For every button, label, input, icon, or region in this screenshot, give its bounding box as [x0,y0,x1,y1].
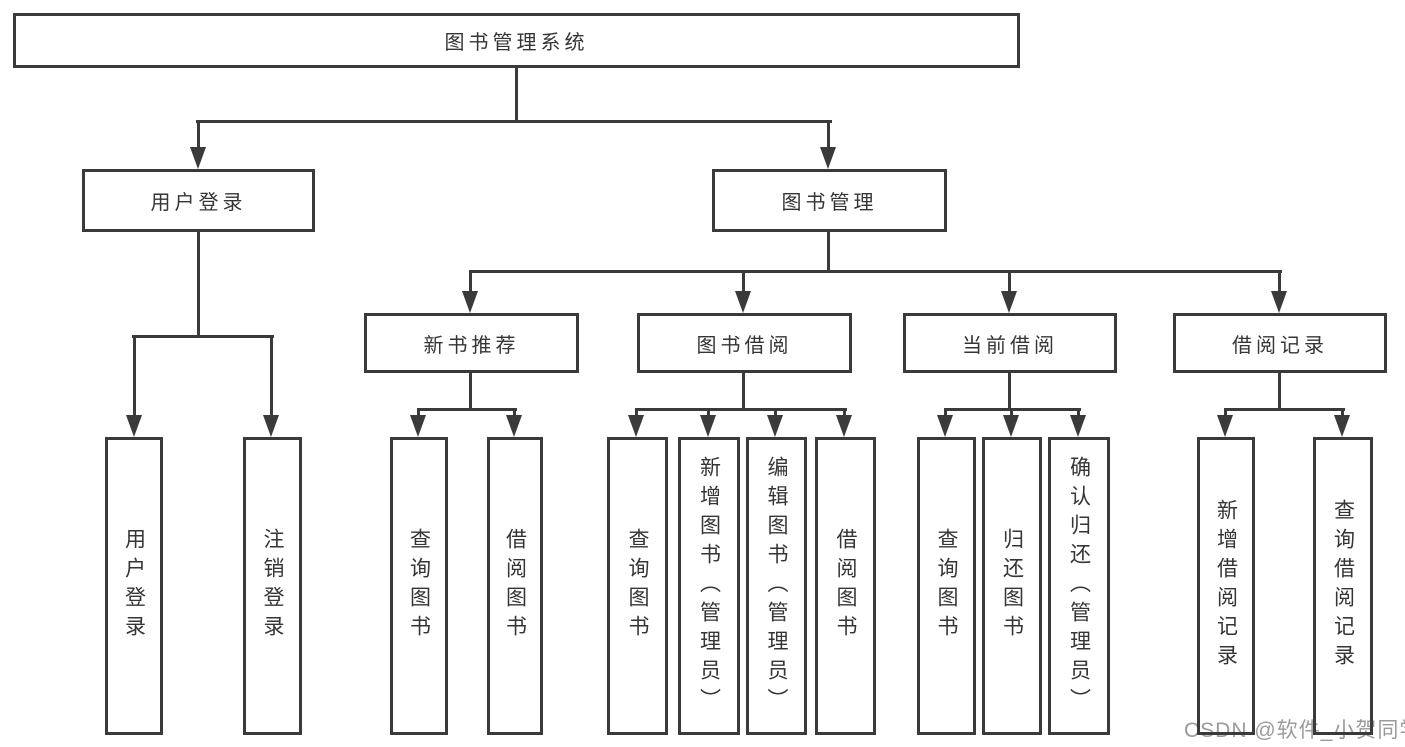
node-book-borrow: 图书借阅 [637,313,852,373]
connector-to-new-book-recommend [469,270,472,292]
arrowhead-bb-borrow [836,415,852,437]
leaf-rec-query-record: 查询借阅记录 [1313,437,1373,735]
leaf-bb-edit-books-admin: 编辑图书（管理员） [746,437,807,735]
arrowhead-nr-borrow [506,415,522,437]
node-user-login: 用户登录 [82,169,315,232]
arrowhead-nr-query [410,415,426,437]
connector-root-stem [515,68,518,120]
arrowhead-leaf-user-login [126,415,142,437]
connector-to-cb-return [1010,408,1013,417]
arrowhead-book-management [820,147,836,169]
leaf-nr-borrow-books: 借阅图书 [487,437,543,735]
arrowhead-bb-edit [767,415,783,437]
leaf-cb-confirm-return-admin: 确认归还（管理员） [1048,437,1110,735]
leaf-rec-add-record: 新增借阅记录 [1197,437,1255,735]
arrowhead-user-login [190,147,206,169]
arrowhead-cb-query [937,415,953,437]
connector-new-book-recommend-stem [469,373,472,411]
connector-to-cb-query [944,408,947,417]
connector-current-borrow-stem [1008,373,1011,411]
node-new-book-recommend: 新书推荐 [364,313,579,373]
connector-borrow-records-stem [1278,373,1281,411]
connector-book-management-stem [827,231,830,272]
leaf-cb-query-books: 查询图书 [917,437,976,735]
leaf-bb-borrow-books: 借阅图书 [815,437,876,735]
connector-to-nr-borrow [513,408,516,417]
arrowhead-current-borrow [1001,291,1017,313]
arrowhead-bb-add [700,415,716,437]
connector-to-bb-borrow [843,408,846,417]
connector-to-user-login [197,120,200,147]
connector-user-login-stem [197,231,200,337]
connector-borrow-records-bar [1224,408,1345,411]
leaf-logout: 注销登录 [243,437,302,735]
watermark: CSDN @软件_小贺同学 [1184,719,1405,742]
connector-to-nr-query [417,408,420,417]
connector-new-book-recommend-bar [417,408,517,411]
leaf-nr-query-books: 查询图书 [390,437,448,735]
connector-to-current-borrow [1008,270,1011,292]
connector-book-borrow-stem [742,373,745,411]
arrowhead-rec-query [1334,415,1350,437]
connector-to-cb-confirm [1077,408,1080,417]
arrowhead-leaf-logout [263,415,279,437]
arrowhead-cb-return [1003,415,1019,437]
arrowhead-bb-query [628,415,644,437]
arrowhead-new-book-recommend [462,291,478,313]
connector-to-bb-edit [774,408,777,417]
connector-to-rec-query [1341,408,1344,417]
leaf-user-login: 用户登录 [105,437,163,735]
node-root-system: 图书管理系统 [13,13,1020,68]
node-borrow-records: 借阅记录 [1173,313,1387,373]
leaf-bb-query-books: 查询图书 [607,437,668,735]
connector-to-bb-add [707,408,710,417]
connector-to-borrow-records [1278,270,1281,292]
arrowhead-cb-confirm [1070,415,1086,437]
connector-book-borrow-bar [635,408,847,411]
arrowhead-rec-add [1217,415,1233,437]
node-book-management: 图书管理 [712,169,947,232]
node-current-borrow: 当前借阅 [903,313,1117,373]
connector-to-leaf-logout [270,335,273,415]
connector-to-leaf-user-login [133,335,136,415]
arrowhead-book-borrow [735,291,751,313]
connector-to-book-borrow [742,270,745,292]
connector-level3-bar [469,270,1282,273]
connector-level2-bar [196,120,832,123]
connector-to-rec-add [1224,408,1227,417]
leaf-bb-add-books-admin: 新增图书（管理员） [678,437,740,735]
connector-to-book-management [827,120,830,147]
leaf-cb-return-books: 归还图书 [982,437,1042,735]
connector-to-bb-query [635,408,638,417]
connector-user-login-bar [132,335,274,338]
arrowhead-borrow-records [1271,291,1287,313]
